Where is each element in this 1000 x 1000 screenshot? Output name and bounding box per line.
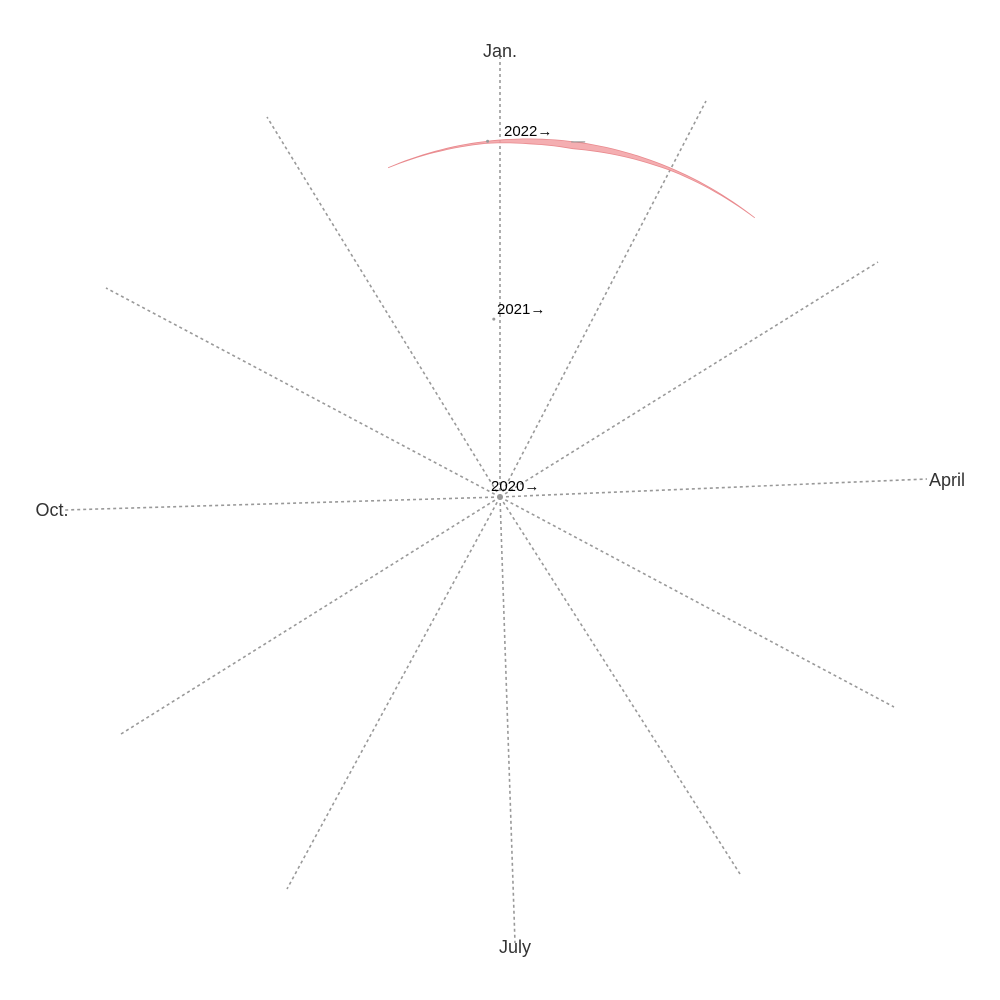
spoke-line [499, 100, 707, 498]
spoke-line [499, 496, 741, 875]
spoke-line [64, 496, 501, 511]
data-area-layer [387, 138, 756, 500]
spoke-line [499, 496, 516, 944]
month-labels: Jan. April July Oct. [35, 41, 965, 957]
spoke-line [286, 496, 501, 890]
spoke-line [499, 478, 928, 498]
spoke-line [499, 496, 895, 708]
month-label-april: April [929, 470, 965, 490]
year-label-2022: 2022→ [504, 123, 552, 140]
year-start-marker [497, 494, 503, 500]
spoke-lines [64, 57, 928, 944]
month-label-oct: Oct. [35, 500, 68, 520]
year-start-marker [492, 317, 496, 321]
year-label-2021: 2021→ [497, 301, 545, 318]
spoke-line [105, 287, 501, 498]
year-start-marker [486, 139, 490, 143]
spoke-line [120, 496, 501, 735]
spoke-line [499, 261, 879, 498]
year-labels: 2020→ 2021→ 2022→ [491, 123, 552, 495]
month-label-july: July [499, 937, 531, 957]
month-label-jan: Jan. [483, 41, 517, 61]
spoke-line [266, 116, 501, 498]
data-area-band [387, 138, 756, 219]
year-label-2020: 2020→ [491, 478, 539, 495]
